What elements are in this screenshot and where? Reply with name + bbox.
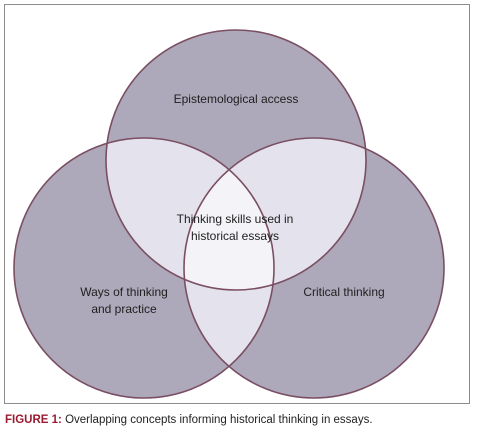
label-center-line-2: historical essays [191, 229, 279, 243]
label-center-line-1: Thinking skills used in [177, 212, 294, 226]
label-epistemological-access: Epistemological access [174, 92, 299, 106]
circle-top-outline [105, 29, 367, 291]
figure-caption: FIGURE 1: Overlapping concepts informing… [5, 414, 477, 426]
label-critical-thinking: Critical thinking [303, 285, 384, 299]
circle-left-outline [13, 137, 275, 399]
venn-diagram: Epistemological access Thinking skills u… [13, 29, 445, 399]
circle-right-outline [183, 137, 445, 399]
label-ways-of-thinking-line-1: Ways of thinking [80, 285, 168, 299]
figure-caption-text: Overlapping concepts informing historica… [61, 414, 373, 426]
overlap-center [184, 138, 274, 290]
figure-caption-label: FIGURE 1: [5, 414, 62, 426]
label-ways-of-thinking-line-2: and practice [91, 302, 157, 316]
